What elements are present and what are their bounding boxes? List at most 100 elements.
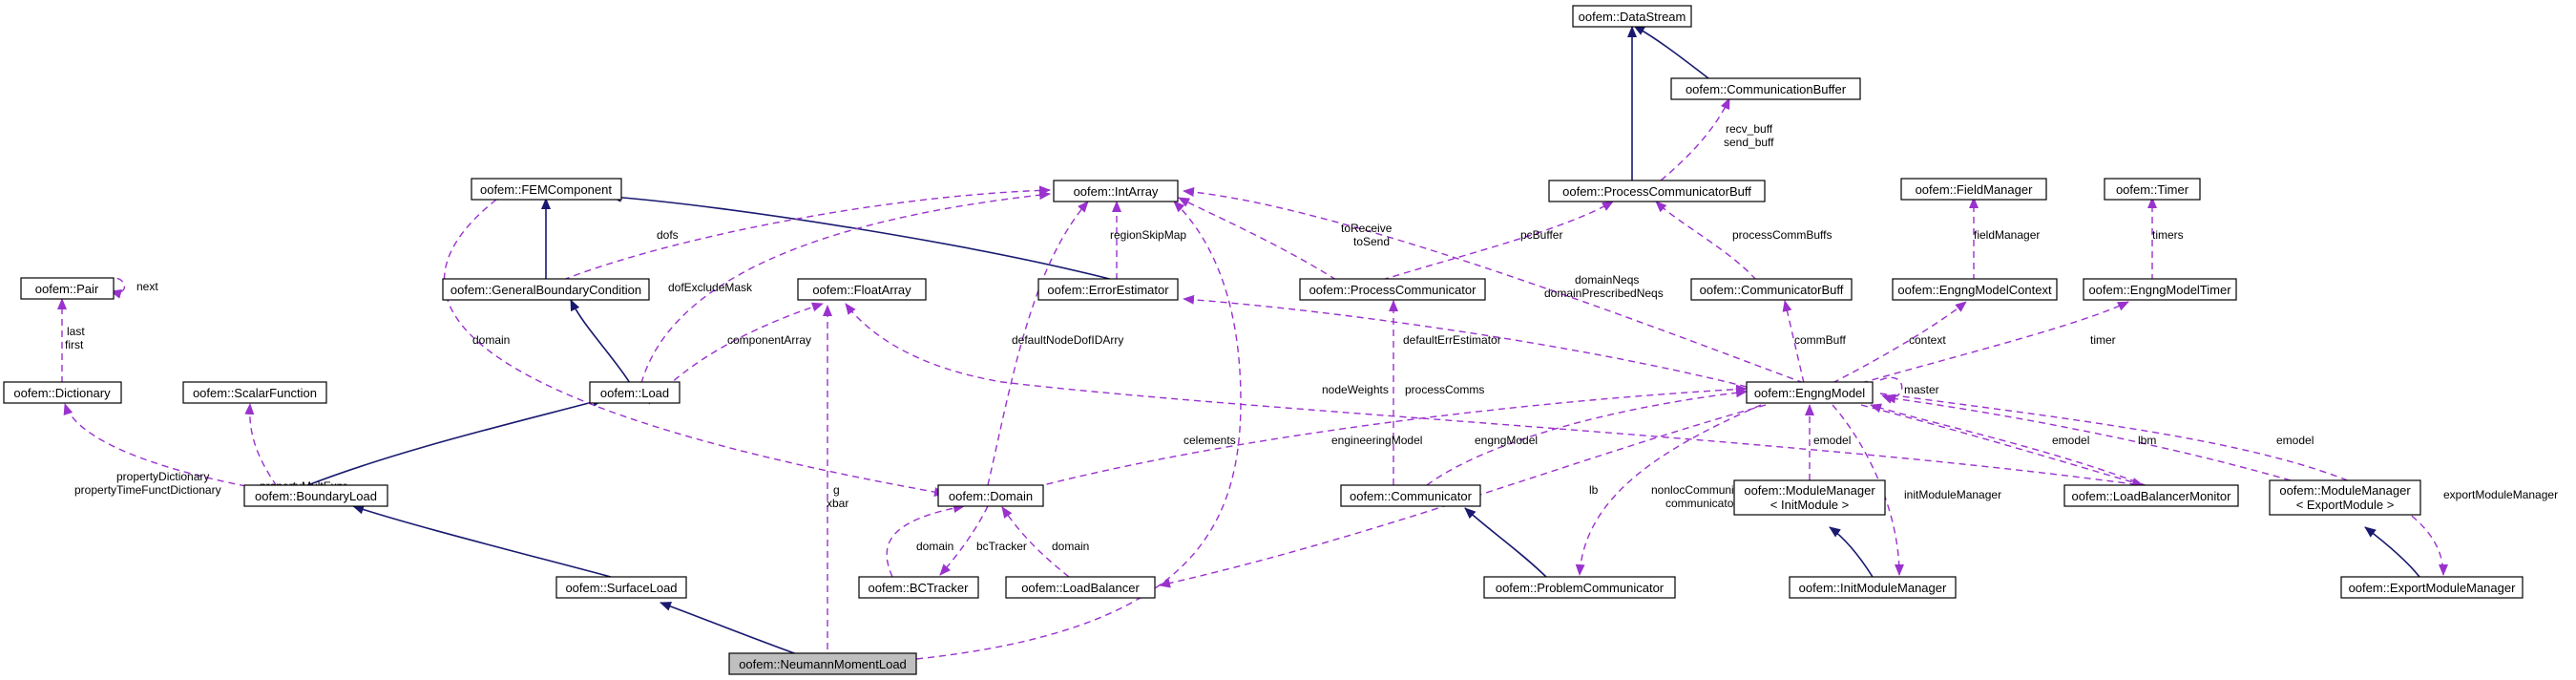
label-recv-buff: recv_buff (1726, 122, 1773, 136)
label-next: next (136, 280, 158, 293)
node-generalboundarycondition-label: oofem::GeneralBoundaryCondition (450, 283, 641, 297)
label-tosend: toSend (1353, 235, 1390, 248)
label-initmodulemanager: initModuleManager (1904, 488, 2001, 501)
label-first: first (65, 338, 84, 351)
label-master: master (1904, 383, 1939, 396)
nodes: oofem::DataStream oofem::CommunicationBu… (3, 5, 2524, 675)
label-send-buff: send_buff (1724, 136, 1774, 149)
node-fieldmanager[interactable]: oofem::FieldManager (1900, 178, 2047, 201)
node-modulemanager-init-label-2: < InitModule > (1770, 498, 1849, 512)
edge-femcomponent-domain (443, 199, 946, 497)
node-processcommunicatorbuff[interactable]: oofem::ProcessCommunicatorBuff (1548, 180, 1766, 202)
label-context: context (1909, 333, 1946, 347)
node-errorestimator[interactable]: oofem::ErrorEstimator (1037, 278, 1179, 301)
label-bctracker: bcTracker (976, 540, 1027, 553)
node-datastream-label: oofem::DataStream (1579, 10, 1686, 24)
node-communicatorbuff-label: oofem::CommunicatorBuff (1700, 283, 1844, 297)
node-errorestimator-label: oofem::ErrorEstimator (1047, 283, 1169, 297)
node-dictionary-label: oofem::Dictionary (13, 386, 111, 400)
label-communicator: communicator (1665, 497, 1737, 510)
edge-domain-engngmodel (1035, 384, 1748, 488)
label-componentarray: componentArray (727, 333, 811, 347)
node-boundaryload[interactable]: oofem::BoundaryLoad (243, 484, 388, 507)
label-timer: timer (2090, 333, 2116, 347)
label-last: last (67, 325, 85, 338)
node-engngmodelcontext[interactable]: oofem::EngngModelContext (1892, 278, 2058, 301)
node-bctracker[interactable]: oofem::BCTracker (858, 576, 979, 599)
edge-communicator-engngmodel (1426, 388, 1748, 486)
label-exportmodulemanager: exportModuleManager (2443, 488, 2558, 501)
edge-communicationbuffer-datastream (1633, 25, 1709, 79)
node-loadbalancer-label: oofem::LoadBalancer (1021, 581, 1140, 595)
edge-boundaryload-dictionary (63, 403, 247, 487)
label-nonloccommunicator: nonlocCommunicator (1651, 483, 1759, 497)
node-communicatorbuff[interactable]: oofem::CommunicatorBuff (1690, 278, 1853, 301)
node-processcommunicator[interactable]: oofem::ProcessCommunicator (1299, 278, 1486, 301)
edge-engngmodel-loadbalancermonitor (1860, 404, 2144, 487)
label-toreceive: toReceive (1341, 222, 1393, 235)
node-processcommunicatorbuff-label: oofem::ProcessCommunicatorBuff (1562, 184, 1751, 199)
node-communicator-label: oofem::Communicator (1350, 489, 1473, 503)
label-celements: celements (1183, 434, 1236, 447)
node-modulemanager-export[interactable]: oofem::ModuleManager< ExportModule > (2269, 479, 2421, 516)
node-modulemanager-init[interactable]: oofem::ModuleManager< InitModule > (1733, 479, 1886, 516)
node-timer-label: oofem::Timer (2116, 182, 2189, 197)
node-processcommunicator-label: oofem::ProcessCommunicator (1309, 283, 1477, 297)
node-loadbalancer[interactable]: oofem::LoadBalancer (1005, 576, 1156, 599)
node-engngmodeltimer[interactable]: oofem::EngngModelTimer (2083, 278, 2237, 301)
label-lb: lb (1589, 483, 1599, 497)
node-loadbalancermonitor[interactable]: oofem::LoadBalancerMonitor (2063, 484, 2239, 507)
label-processcommbuffs: processCommBuffs (1732, 228, 1832, 242)
label-timers: timers (2152, 228, 2184, 242)
edge-load-floatarray (648, 302, 824, 405)
node-communicator[interactable]: oofem::Communicator (1340, 484, 1481, 507)
node-initmodulemanager-label: oofem::InitModuleManager (1799, 581, 1947, 595)
label-domainprescribedneqs: domainPrescribedNeqs (1544, 287, 1664, 300)
node-intarray[interactable]: oofem::IntArray (1053, 180, 1179, 202)
node-datastream[interactable]: oofem::DataStream (1572, 5, 1692, 28)
node-generalboundarycondition[interactable]: oofem::GeneralBoundaryCondition (442, 278, 650, 301)
node-femcomponent[interactable]: oofem::FEMComponent (471, 178, 622, 201)
label-emodel-export: emodel (2276, 434, 2314, 447)
node-domain[interactable]: oofem::Domain (937, 484, 1044, 507)
node-scalarfunction[interactable]: oofem::ScalarFunction (182, 381, 327, 404)
node-floatarray[interactable]: oofem::FloatArray (797, 278, 927, 301)
node-dictionary[interactable]: oofem::Dictionary (3, 381, 122, 404)
label-domain-femcomponent: domain (472, 333, 510, 347)
edge-load-intarray (640, 190, 1051, 384)
label-propertytimefunctdictionary: propertyTimeFunctDictionary (74, 483, 221, 497)
edge-engngmodel-intarray (1183, 187, 1805, 384)
node-modulemanager-export-label-1: oofem::ModuleManager (2279, 483, 2411, 498)
label-lbm: lbm (2138, 434, 2156, 447)
node-load-label: oofem::Load (600, 386, 669, 400)
label-dofs: dofs (657, 228, 679, 242)
node-engngmodel[interactable]: oofem::EngngModel (1746, 381, 1874, 404)
node-timer[interactable]: oofem::Timer (2104, 178, 2201, 201)
node-load[interactable]: oofem::Load (589, 381, 681, 404)
edge-modulemanager-export-engngmodel (1884, 393, 2292, 481)
node-pair-label: oofem::Pair (35, 282, 99, 296)
node-communicationbuffer[interactable]: oofem::CommunicationBuffer (1670, 77, 1861, 100)
node-fieldmanager-label: oofem::FieldManager (1916, 182, 2034, 197)
edge-surfaceload-boundaryload (352, 504, 612, 578)
node-problemcommunicator-label: oofem::ProblemCommunicator (1496, 581, 1665, 595)
edge-engngmodel-engngmodelcontext (1832, 301, 1967, 384)
node-exportmodulemanager[interactable]: oofem::ExportModuleManager (2340, 576, 2524, 599)
node-bctracker-label: oofem::BCTracker (869, 581, 970, 595)
label-g: g (833, 483, 840, 497)
edge-engngmodel-engngmodeltimer (1860, 301, 2129, 384)
node-pair[interactable]: oofem::Pair (20, 277, 115, 300)
edge-processcommunicatorbuff-communicationbuffer (1660, 97, 1730, 181)
inheritance-edges (304, 25, 2420, 655)
edge-engngmodel-self (1879, 376, 1903, 404)
label-domainneqs: domainNeqs (1575, 273, 1639, 287)
node-problemcommunicator[interactable]: oofem::ProblemCommunicator (1483, 576, 1676, 599)
node-initmodulemanager[interactable]: oofem::InitModuleManager (1789, 576, 1957, 599)
node-surfaceload[interactable]: oofem::SurfaceLoad (555, 576, 687, 599)
node-intarray-label: oofem::IntArray (1074, 184, 1159, 199)
node-neumannmomentload[interactable]: oofem::NeumannMomentLoad (728, 652, 917, 675)
edge-exportmodulemanager-modulemanager (2364, 526, 2420, 578)
edge-processcommunicator-intarray (1178, 197, 1337, 281)
label-fieldmanager: fieldManager (1974, 228, 2040, 242)
